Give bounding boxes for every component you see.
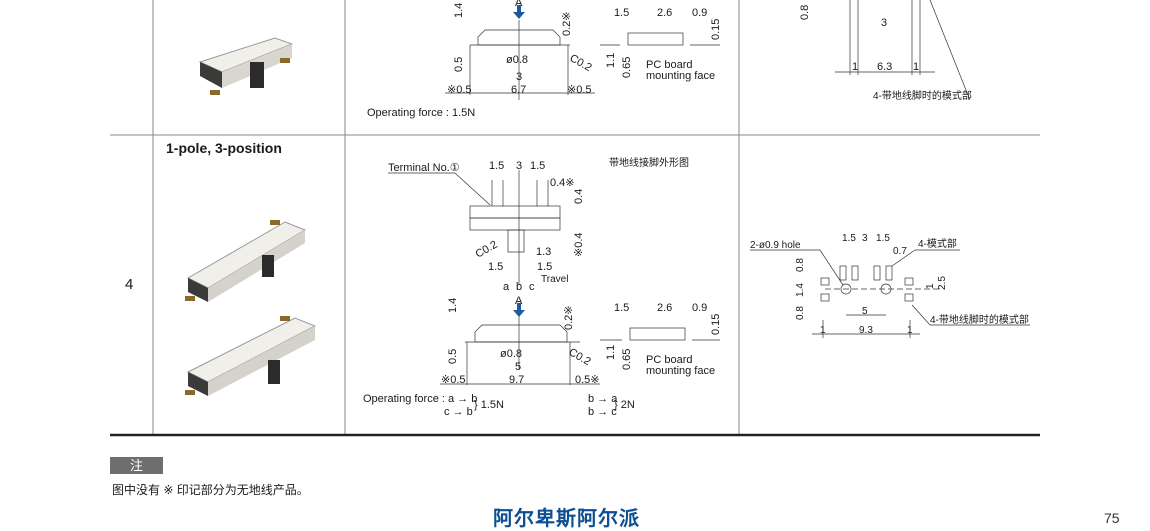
front-view-label: ※0.5 [567, 84, 592, 96]
pcb-layout-label: 2-ø0.9 hole [750, 240, 801, 251]
front-view-label: 0.5 [453, 57, 465, 72]
note-text: 图中没有 ※ 印记部分为无地线产品。 [112, 483, 309, 497]
side-view-label: 0.15 [710, 314, 722, 335]
drawing-outlines [388, 0, 1030, 385]
pcb-layout-label: 1 [852, 61, 858, 73]
side-view-label: 0.9 [692, 7, 707, 19]
ground-label-label: 带地线接脚外形图 [609, 156, 689, 169]
side-view-label: 0.9 [692, 302, 707, 314]
side-view-label: 0.15 [710, 19, 722, 40]
pcb-layout-label: 1.4 [795, 283, 806, 297]
page-number: 75 [1104, 510, 1120, 526]
front-view-label: 1.4 [447, 298, 459, 313]
operating-force-label: b → c [588, 406, 617, 418]
side-view-label: mounting face [646, 365, 715, 377]
top-view-label: 0.4※ [550, 177, 575, 189]
note-tag: 注 [110, 457, 163, 474]
side-view-label: 1.1 [605, 53, 617, 68]
top-view-label: 0.4 [573, 189, 585, 204]
front-view-label: ø0.8 [506, 54, 528, 66]
side-view-label: 0.65 [621, 57, 633, 78]
operating-force-label: b → a [588, 393, 618, 405]
side-view-label: 0.65 [621, 349, 633, 370]
front-view-label: A [515, 295, 523, 307]
front-view-label: ※0.5 [447, 84, 472, 96]
pcb-layout-label: 0.8 [799, 5, 811, 20]
front-view-label: 5 [515, 361, 521, 373]
top-view-label: a [503, 281, 510, 293]
front-view-label: 9.7 [509, 374, 524, 386]
operating-force-label: Operating force : 1.5N [367, 107, 475, 119]
operating-force-label: c → b [444, 406, 473, 418]
top-view-label: 3 [516, 160, 522, 172]
side-view-label: PC board [646, 59, 692, 71]
pcb-layout-label: 3 [881, 17, 887, 29]
top-view-label: 1.3 [536, 246, 551, 258]
front-view-label: C0.2 [568, 52, 594, 74]
front-view-label: ※0.5 [441, 374, 466, 386]
front-view-label: A [515, 0, 523, 9]
product-type-title: 1-pole, 3-position [166, 140, 282, 156]
pcb-layout-label: 2.5 [937, 276, 948, 290]
top-view-label: Travel [541, 274, 568, 285]
top-view-label: 1.5 [530, 160, 545, 172]
side-view-label: 1.5 [614, 302, 629, 314]
pcb-layout-label: 3 [862, 233, 868, 244]
pcb-layout-label: 1 [925, 283, 936, 289]
top-view-label: ※0.4 [573, 232, 585, 257]
top-view-label: c [529, 281, 535, 293]
front-view-label: 3 [516, 71, 522, 83]
top-view-label: b [516, 281, 522, 293]
row-number: 4 [125, 276, 134, 293]
switch-photo-1 [185, 220, 307, 302]
top-view-label: C0.2 [474, 239, 500, 261]
side-view-label: 2.6 [657, 302, 672, 314]
side-view-label: 1.1 [605, 345, 617, 360]
front-view-label: 0.5 [447, 349, 459, 364]
pcb-layout-label: 5 [862, 306, 868, 317]
front-view-label: 1.4 [453, 3, 465, 18]
front-view-label: 6.7 [511, 84, 526, 96]
switch-photo-2 [185, 316, 317, 396]
operating-force-label: Operating force : a → b [363, 393, 477, 405]
side-view-label: mounting face [646, 70, 715, 82]
front-view-label: 0.2※ [561, 11, 573, 36]
pcb-layout-label: 4-模式部 [918, 237, 957, 250]
operating-force-label: } 2N [614, 399, 635, 411]
pcb-layout-label: 0.8 [795, 258, 806, 272]
front-view-label: ø0.8 [500, 348, 522, 360]
side-view-label: 2.6 [657, 7, 672, 19]
pcb-layout-label: 4-带地线脚时的模式部 [873, 89, 972, 102]
pcb-layout-label: 4-带地线脚时的模式部 [930, 313, 1029, 326]
pcb-layout-label: 1 [907, 325, 913, 336]
front-view-label: 0.2※ [563, 305, 575, 330]
switch-photo-top [198, 37, 294, 95]
pcb-layout-label: 0.8 [795, 306, 806, 320]
top-view-label: 1.5 [537, 261, 552, 273]
top-view-label: 1.5 [488, 261, 503, 273]
pcb-layout-label: 1.5 [876, 233, 890, 244]
pcb-layout-label: 9.3 [859, 325, 873, 336]
pcb-layout-label: 1 [913, 61, 919, 73]
top-view-label: 1.5 [489, 160, 504, 172]
pcb-layout-label: 6.3 [877, 61, 892, 73]
pcb-layout-label: 0.7 [893, 246, 907, 257]
front-view-label: 0.5※ [575, 374, 600, 386]
side-view-label: 1.5 [614, 7, 629, 19]
side-view-label: PC board [646, 354, 692, 366]
operating-force-label: } 1.5N [474, 399, 504, 411]
pcb-layout-label: 1 [820, 325, 826, 336]
pcb-layout-label: 1.5 [842, 233, 856, 244]
push-direction-arrows [513, 5, 525, 317]
front-view-label: C0.2 [567, 346, 593, 368]
brand-name: 阿尔卑斯阿尔派 [493, 508, 640, 530]
table-grid [110, 0, 1040, 437]
top-view-label: Terminal No.① [388, 162, 460, 174]
